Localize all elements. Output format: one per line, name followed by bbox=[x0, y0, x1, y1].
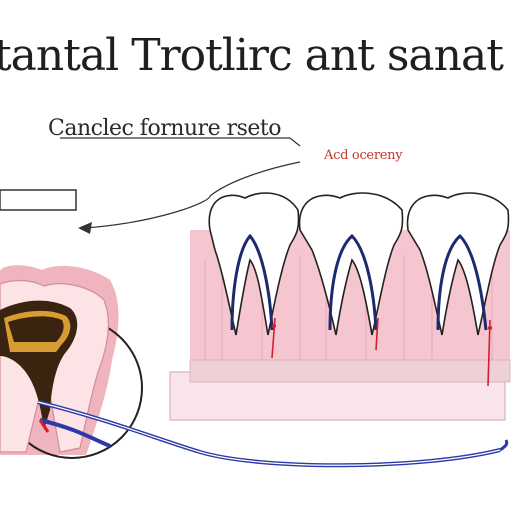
nerve-dots bbox=[272, 324, 492, 330]
leader-line-top bbox=[60, 137, 301, 147]
magnified-tooth bbox=[0, 265, 143, 459]
callout-label-red: Acd ocereny bbox=[324, 148, 403, 163]
tooth-3 bbox=[406, 192, 510, 336]
leader-line-arrow bbox=[85, 161, 301, 229]
tooth-1 bbox=[208, 192, 300, 336]
callout-label: Canclec fornure rseto bbox=[48, 116, 282, 141]
arrow-head bbox=[78, 222, 92, 234]
callout-box bbox=[0, 189, 77, 211]
tooth-2 bbox=[298, 192, 404, 336]
page-title: tantal Trotlirc ant sanat bbox=[0, 30, 504, 81]
dental-tool bbox=[37, 400, 509, 468]
